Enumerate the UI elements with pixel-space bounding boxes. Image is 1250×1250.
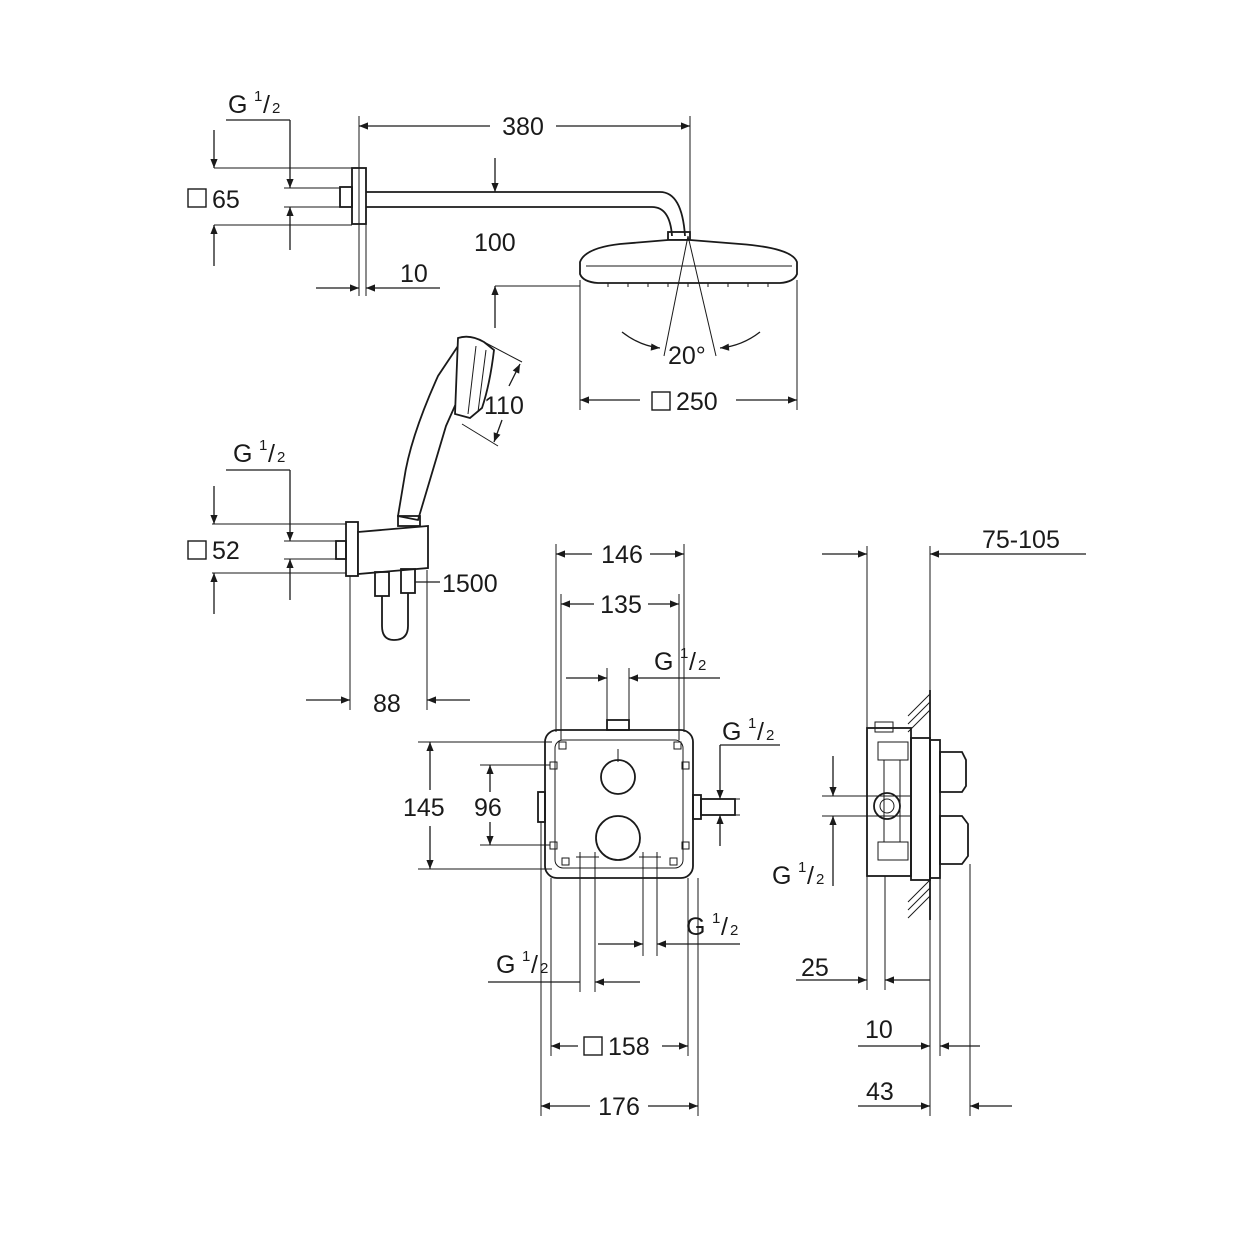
side-outlet-port	[873, 792, 901, 820]
svg-text:2: 2	[277, 449, 285, 466]
dim-110: 110	[484, 392, 524, 420]
svg-text:1: 1	[748, 715, 756, 732]
svg-text:1: 1	[259, 437, 267, 454]
svg-text:1: 1	[712, 910, 720, 927]
thread-g12-side-view: G 1 / 2	[772, 859, 824, 890]
svg-text:2: 2	[540, 960, 548, 977]
svg-text:1: 1	[254, 88, 262, 105]
dim-10: 10	[400, 260, 428, 288]
svg-text:2: 2	[730, 922, 738, 939]
wall-holder	[357, 525, 429, 575]
svg-text:/: /	[807, 862, 814, 890]
svg-text:2: 2	[766, 727, 774, 744]
holder-flange	[345, 521, 359, 577]
dim-158: 158	[608, 1033, 650, 1061]
side-outlet	[700, 798, 736, 816]
svg-text:/: /	[531, 951, 538, 979]
concealed-box-side-view: G 1 / 2 75-105 25 10 43	[772, 526, 1086, 1116]
svg-text:1: 1	[680, 645, 688, 662]
dim-96: 96	[474, 794, 502, 822]
square-symbol	[187, 540, 207, 560]
spray-nozzles	[607, 283, 769, 287]
svg-text:2: 2	[272, 100, 280, 117]
svg-text:G: G	[772, 862, 791, 890]
flow-cartridge	[939, 815, 969, 865]
thread-g12-bottom-left: G 1 / 2	[496, 948, 548, 979]
flow-valve	[595, 815, 641, 861]
svg-text:1: 1	[522, 948, 530, 965]
svg-text:2: 2	[816, 871, 824, 888]
svg-text:G: G	[654, 648, 673, 676]
head-shower-view: 380 65 G 1 / 2 10 100 20°	[187, 88, 798, 416]
dim-145: 145	[403, 794, 445, 822]
hand-shower-view: 110 52 G 1 / 2 1500 88	[187, 335, 524, 718]
svg-text:/: /	[263, 91, 270, 119]
svg-text:/: /	[268, 440, 275, 468]
square-symbol	[651, 391, 671, 411]
svg-text:G: G	[686, 913, 705, 941]
dim-65: 65	[212, 186, 240, 214]
hose	[381, 593, 409, 641]
top-inlet	[606, 719, 630, 731]
svg-text:G: G	[233, 440, 252, 468]
svg-text:/: /	[721, 913, 728, 941]
dim-52: 52	[212, 537, 240, 565]
dim-43: 43	[866, 1078, 894, 1106]
thread-g12-head: G 1 / 2	[228, 88, 280, 119]
hose-connector	[374, 571, 390, 597]
box-side	[866, 727, 912, 877]
square-symbol	[583, 1036, 603, 1056]
thread-g12-holder: G 1 / 2	[233, 437, 285, 468]
dim-100: 100	[474, 229, 516, 257]
concealed-box-front-view: 146 135 G 1 / 2 G 1 / 2	[403, 541, 780, 1121]
wall-hatch	[907, 693, 931, 919]
dim-146: 146	[601, 541, 643, 569]
head-shower	[579, 239, 798, 284]
temperature-cartridge	[939, 751, 967, 793]
thread-g12-bottom-right: G 1 / 2	[686, 910, 738, 941]
svg-text:/: /	[689, 648, 696, 676]
dim-25: 25	[801, 954, 829, 982]
thread-g12-side: G 1 / 2	[722, 715, 774, 746]
svg-text:/: /	[757, 718, 764, 746]
flange-thread	[339, 186, 353, 208]
svg-text:G: G	[722, 718, 741, 746]
thread-g12-top: G 1 / 2	[654, 645, 706, 676]
svg-text:G: G	[228, 91, 247, 119]
svg-text:1: 1	[798, 859, 806, 876]
svg-text:2: 2	[698, 657, 706, 674]
square-symbol	[187, 188, 207, 208]
dim-88: 88	[373, 690, 401, 718]
dim-135: 135	[600, 591, 642, 619]
concealed-box	[544, 729, 694, 879]
temperature-valve	[600, 759, 636, 795]
dim-250: 250	[676, 388, 718, 416]
dim-75-105: 75-105	[982, 526, 1060, 554]
dim-10-side: 10	[865, 1016, 893, 1044]
dim-1500: 1500	[442, 570, 498, 598]
shower-arm	[366, 191, 686, 237]
dim-380: 380	[502, 113, 544, 141]
dim-176: 176	[598, 1093, 640, 1121]
dim-20-degree: 20°	[668, 342, 706, 370]
svg-text:G: G	[496, 951, 515, 979]
